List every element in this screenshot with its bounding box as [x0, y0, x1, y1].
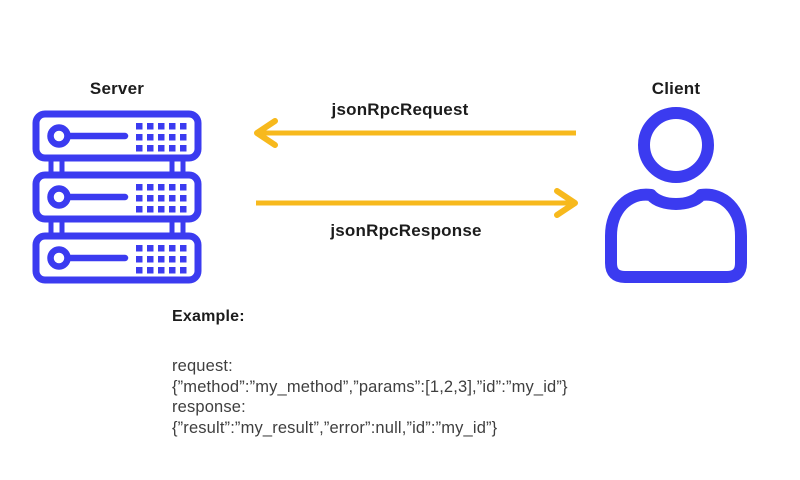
client-label: Client	[651, 79, 701, 98]
server-label: Server	[89, 79, 145, 98]
client-person-icon	[605, 107, 747, 283]
response-arrow-label: jsonRpcResponse	[330, 221, 482, 240]
example-response-json: {”result”:”my_result”,”error”:null,”id”:…	[172, 418, 498, 437]
example-block: Example: request: {”method”:”my_method”,…	[172, 308, 672, 438]
example-response-label: response:	[172, 398, 246, 416]
example-request-json: {”method”:”my_method”,”params”:[1,2,3],”…	[172, 377, 568, 396]
request-arrow-label: jsonRpcRequest	[331, 100, 469, 119]
response-arrow-icon	[256, 188, 578, 218]
example-heading: Example:	[172, 308, 245, 325]
request-arrow-icon	[254, 118, 576, 148]
server-rack-icon	[32, 110, 202, 286]
example-lines: request: {”method”:”my_method”,”params”:…	[172, 356, 672, 438]
example-request-label: request:	[172, 357, 233, 375]
